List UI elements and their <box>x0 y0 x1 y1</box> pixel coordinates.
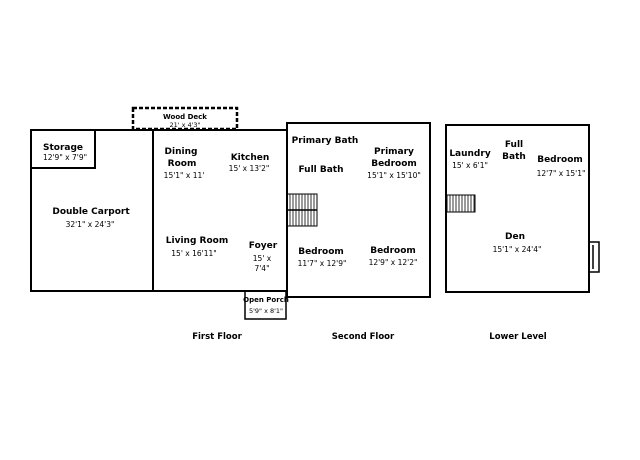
double-carport-label: Double Carport <box>52 207 130 217</box>
first-floor-caption: First Floor <box>192 332 242 342</box>
foyer-dim-2: 7'4" <box>254 264 269 273</box>
open-porch-dim: 5'9" x 8'1" <box>249 307 283 315</box>
dining-room-dim: 15'1" x 11' <box>164 171 205 180</box>
bedroom-second-a-dim: 11'7" x 12'9" <box>298 259 347 268</box>
open-porch-outline <box>244 290 287 320</box>
den-label: Den <box>505 232 525 242</box>
living-room-label: Living Room <box>166 236 228 246</box>
kitchen-label: Kitchen <box>231 153 270 163</box>
double-carport-dim: 32'1" x 24'3" <box>66 220 115 229</box>
primary-bedroom-label-1: Primary <box>374 147 414 157</box>
stairs-first-second <box>286 193 318 227</box>
second-floor-plan <box>286 122 431 298</box>
den-dim: 15'1" x 24'4" <box>493 245 542 254</box>
primary-bedroom-dim: 15'1" x 15'10" <box>367 171 421 180</box>
wood-deck-label: Wood Deck <box>163 113 207 121</box>
wood-deck-dim: 21' x 4'3" <box>169 121 200 129</box>
lower-level-outline <box>445 124 590 293</box>
living-room-dim: 15' x 16'11" <box>171 249 216 258</box>
storage-label: Storage <box>43 143 83 153</box>
second-floor-caption: Second Floor <box>332 332 395 342</box>
primary-bath-label: Primary Bath <box>292 136 359 146</box>
dining-room-label-1: Dining <box>165 147 198 157</box>
storage-outline <box>30 129 96 169</box>
foyer-label: Foyer <box>249 241 278 251</box>
lower-level-plan <box>445 124 600 293</box>
lower-level-caption: Lower Level <box>489 332 547 342</box>
bedroom-lower-dim: 12'7" x 15'1" <box>537 169 586 178</box>
laundry-label: Laundry <box>449 149 491 159</box>
bedroom-second-a-label: Bedroom <box>298 247 344 257</box>
full-bath-lower-label-1: Full <box>505 140 523 150</box>
bedroom-second-b-dim: 12'9" x 12'2" <box>369 258 418 267</box>
primary-bedroom-label-2: Bedroom <box>371 159 417 169</box>
bedroom-second-b-label: Bedroom <box>370 246 416 256</box>
dining-room-label-2: Room <box>168 159 197 169</box>
laundry-dim: 15' x 6'1" <box>452 161 488 170</box>
foyer-dim-1: 15' x <box>253 254 272 263</box>
first-floor-plan <box>30 106 288 320</box>
full-bath-second-label: Full Bath <box>298 165 343 175</box>
kitchen-dim: 15' x 13'2" <box>229 164 270 173</box>
second-floor-outline <box>286 122 431 298</box>
open-porch-label: Open Porch <box>243 296 289 304</box>
full-bath-lower-label-2: Bath <box>502 152 526 162</box>
bedroom-lower-label: Bedroom <box>537 155 583 165</box>
storage-dim: 12'9" x 7'9" <box>43 153 87 162</box>
lower-bump-out <box>588 241 600 273</box>
